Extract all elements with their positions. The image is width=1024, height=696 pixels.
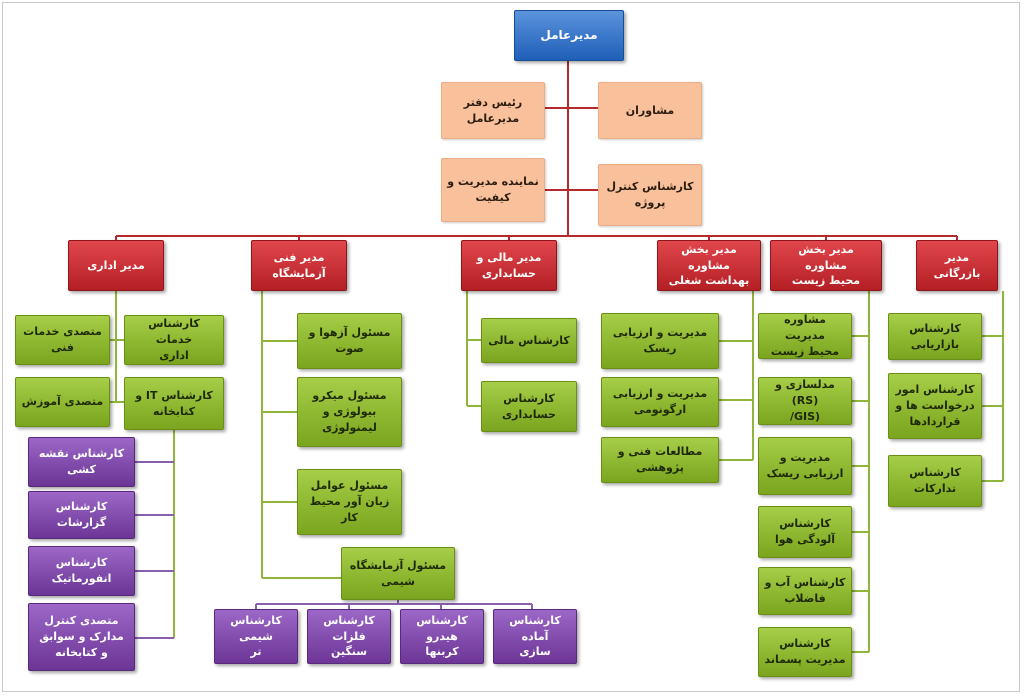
- ohs-risk-box: مدیریت و ارزیابی ریسک: [601, 313, 719, 369]
- office-head-box: رئیس دفتر مدیرعامل: [441, 82, 545, 139]
- env-air-pollution-box: کارشناس آلودگی هوا: [758, 506, 852, 558]
- env-consulting-box: مشاوره مدیریت محیط زیست: [758, 313, 852, 359]
- chemistry-lab-box: مسئول آزمایشگاه شیمی: [341, 547, 455, 600]
- mapping-expert-box: کارشناس نقشه کشی: [28, 437, 135, 487]
- it-library-expert-box: کارشناس IT و کتابخانه: [124, 377, 224, 430]
- document-control-box: متصدی کنترل مدارک و سوابق و کتابخانه: [28, 603, 135, 671]
- project-control-box: کارشناس کنترل پروژه: [598, 164, 702, 226]
- manager-finance-box: مدیر مالی و حسابداری: [461, 240, 557, 291]
- wet-chemistry-box: کارشناس شیمی تر: [214, 609, 298, 664]
- env-gis-rs-box: مدلسازی و (RS) (GIS/: [758, 377, 852, 425]
- finance-expert-box: کارشناس مالی: [481, 318, 577, 363]
- manager-technical-box: مدیر فنی آزمایشگاه: [251, 240, 347, 291]
- microbiology-box: مسئول میکرو بیولوژی و لیمنولوژی: [297, 377, 402, 447]
- reports-expert-box: کارشناس گزارشات: [28, 491, 135, 539]
- env-water-wastewater-box: کارشناس آب و فاضلاب: [758, 567, 852, 615]
- contracts-box: کارشناس امور درخواست ها و قراردادها: [888, 373, 982, 439]
- advisors-box: مشاوران: [598, 82, 702, 139]
- env-risk-assessment-box: مدیریت و ارزیابی ریسک: [758, 437, 852, 495]
- manager-ohs-box: مدیر بخش مشاوره بهداشت شغلی: [657, 240, 761, 291]
- hydrocarbons-box: کارشناس هیدرو کربنها: [400, 609, 484, 664]
- harmful-agents-box: مسئول عوامل زیان آور محیط کار: [297, 469, 402, 535]
- admin-services-expert-box: کارشناس خدمات اداری: [124, 315, 224, 365]
- accounting-expert-box: کارشناس حسابداری: [481, 381, 577, 432]
- manager-admin-box: مدیر اداری: [68, 240, 164, 291]
- sample-prep-box: کارشناس آماده سازی: [493, 609, 577, 664]
- env-waste-management-box: کارشناس مدیریت پسماند: [758, 627, 852, 677]
- market-research-box: کارشناس بازاریابی: [888, 313, 982, 360]
- infographics-expert-box: کارشناس انفورماتیک: [28, 546, 135, 596]
- heavy-metals-box: کارشناس فلزات سنگین: [307, 609, 391, 664]
- manager-environment-box: مدیر بخش مشاوره محیط زیست: [770, 240, 882, 291]
- tech-services-specialist-box: متصدی خدمات فنی: [15, 315, 110, 365]
- ohs-research-box: مطالعات فنی و پژوهشی: [601, 437, 719, 483]
- ceo-box: مدیرعامل: [514, 10, 624, 61]
- manager-commercial-box: مدیر بازرگانی: [916, 240, 998, 291]
- ohs-ergonomics-box: مدیریت و ارزیابی ارگونومی: [601, 377, 719, 427]
- quality-rep-box: نماینده مدیریت و کیفیت: [441, 158, 545, 222]
- air-noise-box: مسئول آزهوا و صوت: [297, 313, 402, 369]
- training-specialist-box: متصدی آموزش: [15, 377, 110, 427]
- procurement-box: کارشناس تدارکات: [888, 455, 982, 507]
